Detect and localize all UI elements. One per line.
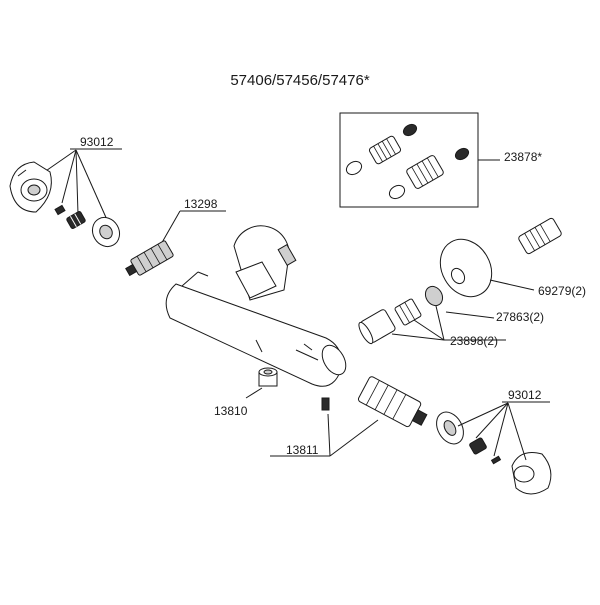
part-label-eccentric: 27863(2) [496, 310, 545, 324]
valve-body-drawing [165, 225, 347, 387]
diagram-title: 57406/57456/57476* [230, 72, 370, 89]
part-label-plug: 13810 [214, 404, 248, 418]
part-label-cartridge-left: 13298 [184, 197, 218, 211]
part-label-handle-right: 93012 [508, 388, 542, 402]
part-label-flange: 69279(2) [538, 284, 587, 298]
inset-parts [345, 123, 470, 200]
part-label-thermo-cartridge: 13811 [286, 443, 319, 457]
left-handle-drawing [9, 161, 52, 213]
part-label-handle-left: 93012 [80, 135, 114, 149]
right-handle-drawing [511, 452, 552, 495]
part-label-nut-set: 23898(2) [450, 334, 499, 348]
inset-part-label: 23878* [504, 150, 543, 164]
